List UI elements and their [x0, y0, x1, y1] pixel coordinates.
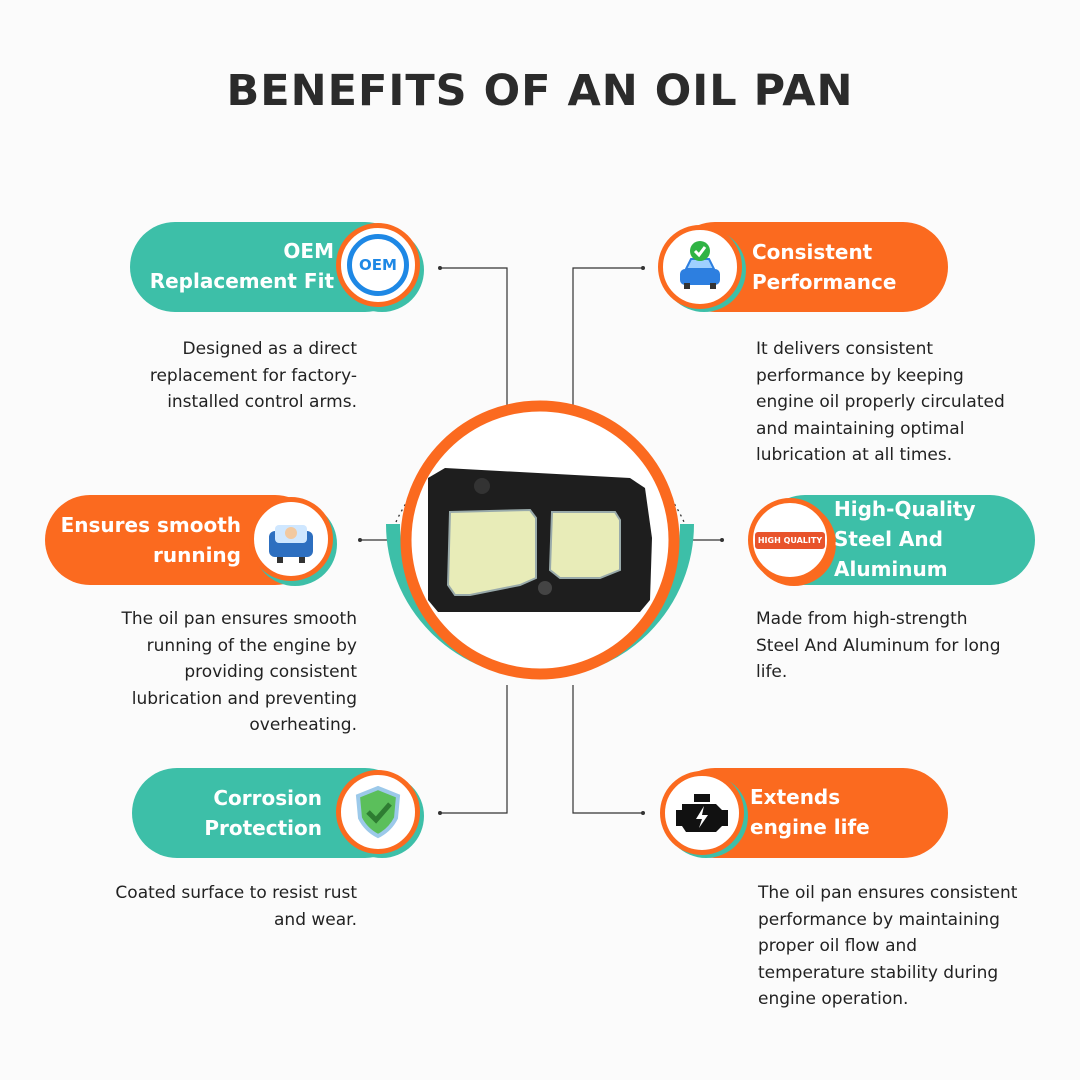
desc-line: lubrication at all times.	[756, 445, 953, 466]
desc-line: Steel And Aluminum for long	[756, 635, 1001, 656]
page-title: BENEFITS OF AN OIL PAN	[226, 66, 854, 116]
title-line: High-Quality	[834, 497, 976, 521]
title-line: Extends	[750, 785, 841, 809]
desc-line: running of the engine by	[146, 635, 357, 656]
benefit-engine-description: The oil pan ensures consistent performan…	[758, 880, 1068, 1013]
desc-line: life.	[756, 662, 788, 683]
benefit-consistent-title: Consistent Performance	[752, 237, 942, 297]
oil-pan-image	[428, 468, 652, 612]
title-line: Ensures smooth	[60, 513, 241, 537]
connector-lines	[360, 267, 722, 814]
benefit-smooth-description: The oil pan ensures smooth running of th…	[40, 606, 357, 739]
title-line: Steel And	[834, 527, 943, 551]
desc-line: The oil pan ensures consistent	[758, 883, 1018, 903]
desc-line: and wear.	[274, 909, 357, 930]
title-line: Corrosion	[213, 786, 322, 810]
desc-line: installed control arms.	[167, 392, 357, 413]
desc-line: replacement for factory-	[149, 365, 357, 386]
benefit-quality-title: High-Quality Steel And Aluminum	[834, 494, 1034, 584]
desc-line: providing consistent	[184, 662, 357, 683]
title-line: Consistent	[752, 240, 873, 264]
desc-line: overheating.	[249, 715, 357, 736]
benefit-consistent-description: It delivers consistent performance by ke…	[756, 336, 1056, 469]
benefit-quality-description: Made from high-strength Steel And Alumin…	[756, 606, 1056, 686]
desc-line: performance by maintaining	[758, 909, 1000, 930]
pill-smooth	[45, 495, 320, 585]
desc-line: It delivers consistent	[756, 339, 934, 359]
desc-line: The oil pan ensures smooth	[121, 609, 357, 629]
title-line: Performance	[752, 270, 897, 294]
engine-icon	[660, 771, 744, 855]
benefit-oem-description: Designed as a direct replacement for fac…	[60, 336, 357, 416]
driver-car-icon	[249, 497, 333, 581]
desc-line: engine oil properly circulated	[756, 392, 1005, 413]
connector-dots	[358, 266, 724, 815]
benefit-oem-title: OEM Replacement Fit	[130, 236, 334, 296]
oem-badge-text: OEM	[347, 234, 409, 296]
high-quality-badge-icon: HIGH QUALITY	[748, 498, 832, 582]
oem-badge-icon: OEM	[336, 223, 420, 307]
benefit-smooth-title: Ensures smooth running	[45, 510, 241, 570]
desc-line: performance by keeping	[756, 365, 964, 386]
high-quality-text: HIGH QUALITY	[754, 531, 826, 549]
benefit-corrosion-title: Corrosion Protection	[132, 783, 322, 843]
desc-line: Designed as a direct	[182, 339, 357, 359]
title-line: Aluminum	[834, 557, 948, 581]
title-line: OEM	[283, 239, 334, 263]
desc-line: and maintaining optimal	[756, 418, 965, 439]
title-line: engine life	[750, 815, 870, 839]
shield-check-icon	[336, 770, 420, 854]
desc-line: lubrication and preventing	[131, 688, 357, 709]
desc-line: proper oil flow and	[758, 936, 918, 957]
title-line: Protection	[204, 816, 322, 840]
desc-line: engine operation.	[758, 989, 909, 1010]
desc-line: Coated surface to resist rust	[115, 883, 357, 903]
title-line: Replacement Fit	[149, 269, 334, 293]
benefit-corrosion-description: Coated surface to resist rust and wear.	[40, 880, 357, 933]
benefit-engine-title: Extends engine life	[750, 782, 940, 842]
desc-line: Made from high-strength	[756, 609, 968, 629]
title-line: running	[153, 543, 241, 567]
desc-line: temperature stability during	[758, 962, 999, 983]
car-check-icon	[658, 225, 742, 309]
